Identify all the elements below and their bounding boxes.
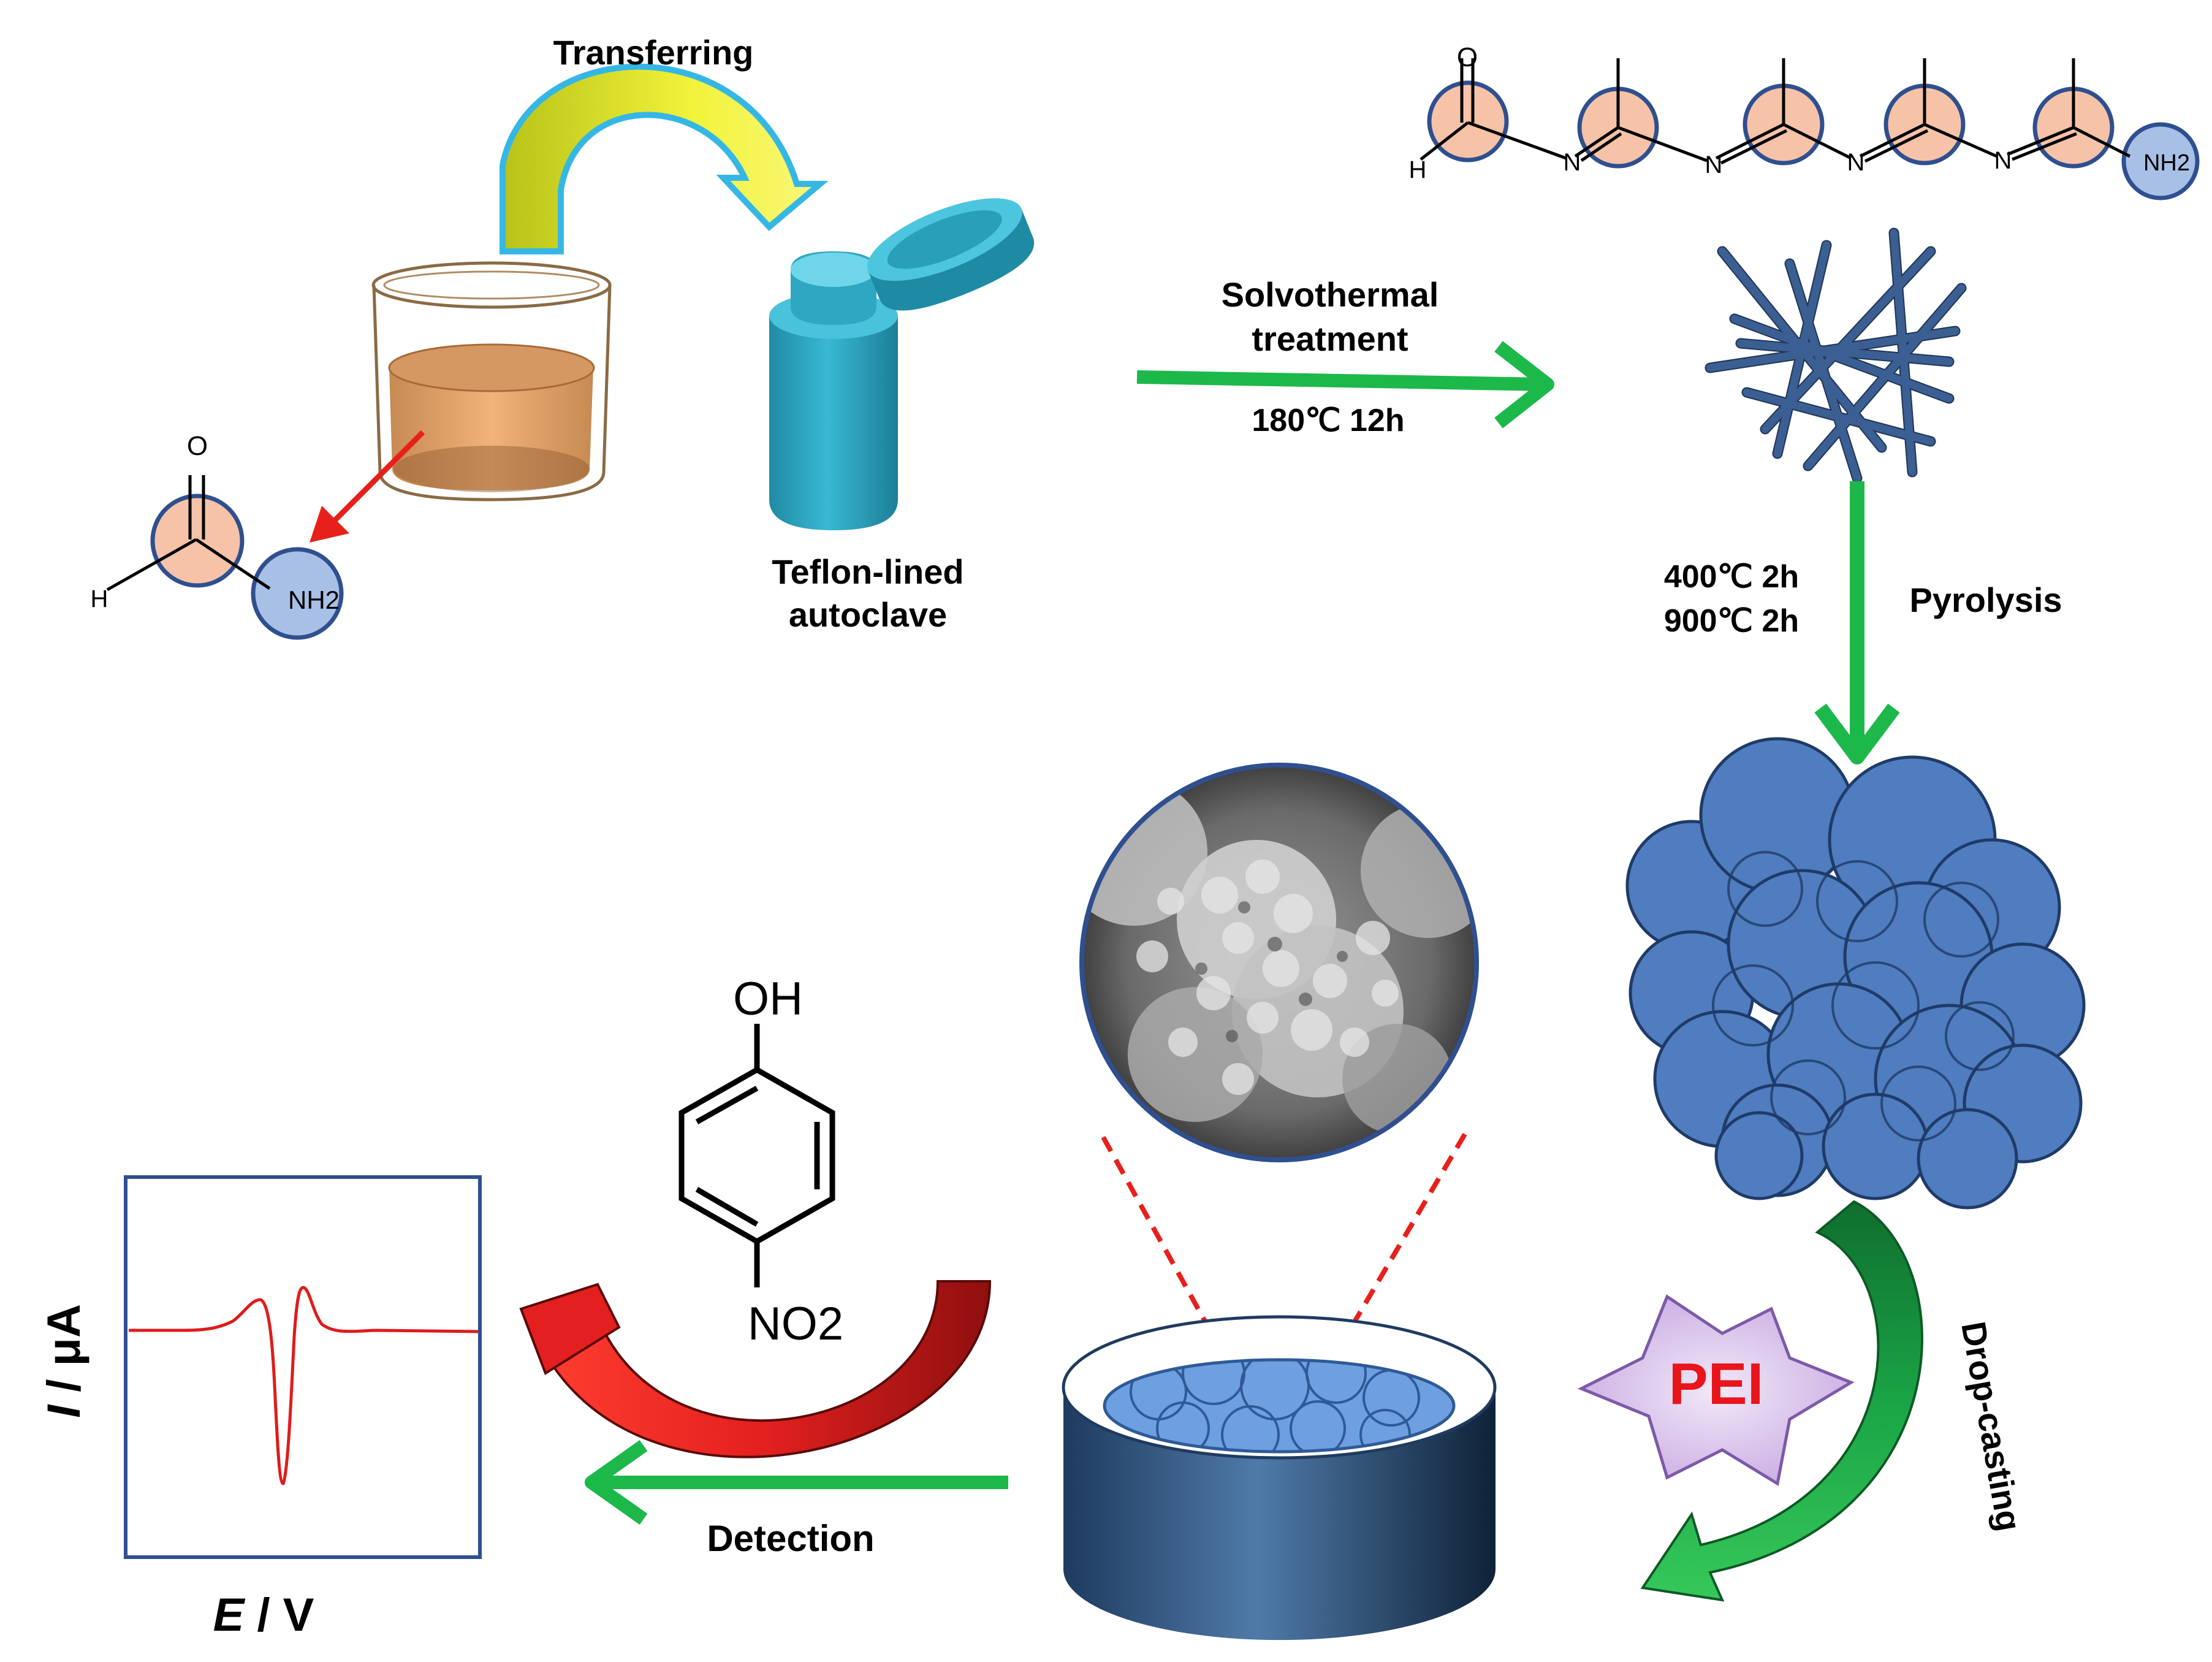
- x-axis-unit: / V: [244, 1589, 314, 1641]
- svg-text:I / μA: I / μA: [38, 1304, 90, 1418]
- monomer-structure: [106, 475, 344, 640]
- polymer-oxygen-label: O: [1457, 42, 1478, 72]
- detection-label: Detection: [707, 1518, 874, 1559]
- red-curved-arrow: [519, 1280, 992, 1458]
- y-axis-variable: I: [38, 1404, 90, 1418]
- polymer-amine-label: NH2: [2143, 150, 2190, 176]
- voltammogram: [124, 1175, 482, 1559]
- drop-casting-label: Drop-casting: [1954, 1319, 2029, 1534]
- monomer-amine-label: NH2: [288, 585, 340, 614]
- detection-arrow: [585, 1440, 1008, 1525]
- pyrolysis-label: Pyrolysis: [1909, 581, 2062, 619]
- transferring-label: Transferring: [553, 33, 754, 72]
- beaker-to-monomer-arrow: [310, 430, 425, 543]
- beaker: [371, 261, 612, 501]
- solvothermal-label-line1: Solvothermal: [1222, 275, 1439, 314]
- porous-carbon-cloud-outlines: [1712, 851, 2015, 1142]
- polymer-chain: [1420, 58, 2200, 200]
- porous-carbon-cloud: [1625, 737, 2086, 1210]
- polymer-nitrogen-label-1: N: [1564, 149, 1581, 176]
- voltammogram-curve: [129, 1286, 479, 1485]
- autoclave-label-line1: Teflon-lined: [772, 552, 963, 591]
- drop-casting-arrow: [1640, 1200, 1923, 1602]
- polymer-nitrogen-label-3: N: [1847, 149, 1865, 176]
- pyrolysis-arrow: [1814, 481, 1900, 764]
- modified-electrode: [1062, 1315, 1497, 1641]
- polymer-nitrogen-label-2: N: [1705, 151, 1723, 178]
- solvothermal-condition: 180℃ 12h: [1252, 403, 1404, 438]
- pyrolysis-condition-1: 400℃ 2h: [1664, 559, 1799, 595]
- solvothermal-arrow: [1136, 341, 1554, 429]
- electrode-film-texture: [1130, 1360, 1420, 1452]
- y-axis-unit: / μA: [38, 1304, 90, 1405]
- pyrolysis-condition-2: 900℃ 2h: [1664, 603, 1799, 639]
- y-axis-label: I / μA: [38, 1304, 90, 1418]
- x-axis-label: E / V: [213, 1589, 314, 1641]
- polymer-hydrogen-label: H: [1409, 156, 1427, 183]
- p-nitrophenol-structure: [678, 1024, 835, 1287]
- fiber-bundle: [1705, 227, 1967, 484]
- transferring-arrow: [500, 63, 829, 254]
- monomer-hydrogen-label: H: [91, 585, 108, 612]
- solvothermal-label-line2: treatment: [1252, 319, 1408, 358]
- nitrophenol-oh-label: OH: [733, 973, 803, 1025]
- autoclave-label-line2: autoclave: [789, 595, 947, 634]
- x-axis-variable: E: [213, 1589, 246, 1641]
- pei-star: [1577, 1294, 1855, 1487]
- nitrophenol-no2-label: NO2: [748, 1298, 843, 1350]
- polymer-nitrogen-label-4: N: [1994, 147, 2012, 174]
- sem-image: [1079, 763, 1479, 1162]
- autoclave: [769, 198, 1034, 530]
- monomer-oxygen-label: O: [187, 431, 208, 461]
- pei-label: PEI: [1669, 1351, 1764, 1417]
